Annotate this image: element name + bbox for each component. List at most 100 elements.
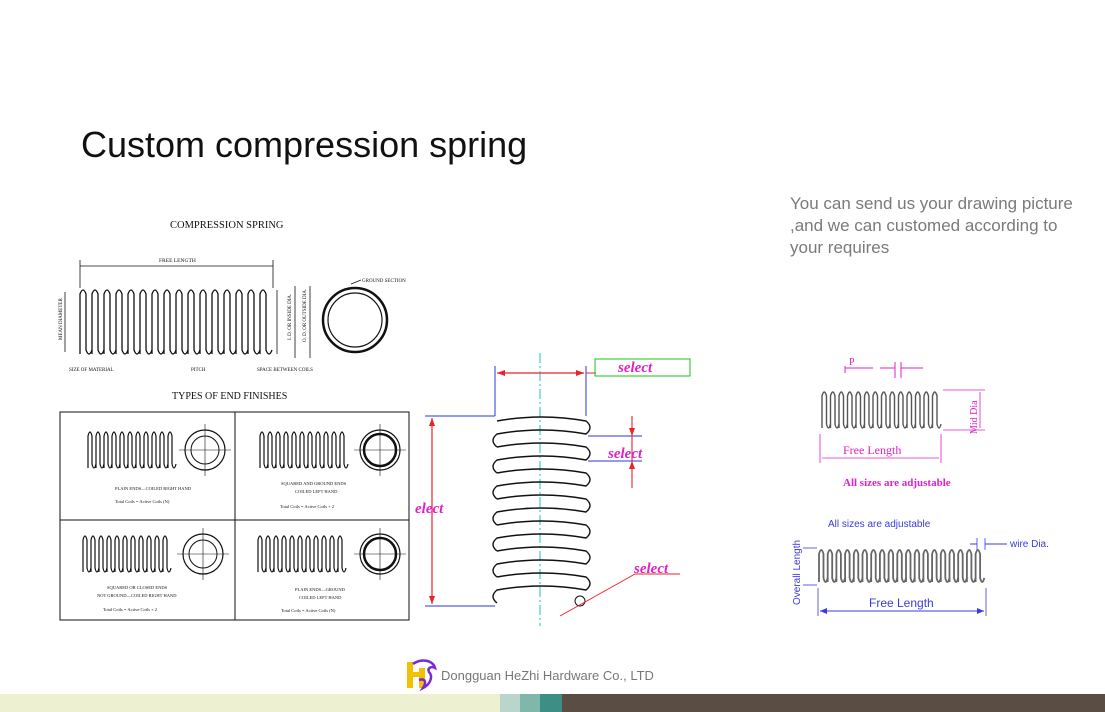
coil-loop [259, 431, 269, 469]
coil-loop [939, 549, 951, 583]
coil-loop [87, 431, 97, 469]
overall-length-label: Overall Length [792, 540, 803, 605]
elect-left-label: elect [415, 501, 444, 517]
slide-title: Custom compression spring [81, 124, 528, 165]
select-bottom-label: select [633, 561, 669, 577]
coil-loop [331, 431, 341, 469]
coil-loop [818, 549, 829, 583]
coil-loop [267, 431, 277, 469]
coil-loop [863, 391, 874, 429]
coil-loop [111, 431, 121, 469]
company-logo-icon [407, 659, 437, 692]
coil-loop [281, 535, 291, 573]
diagram-heading: COMPRESSION SPRING [170, 220, 284, 231]
free-length-bottom-label: Free Length [869, 596, 934, 610]
coil-loop [923, 391, 934, 429]
coil-loop [337, 535, 347, 573]
coil-loop [127, 289, 141, 355]
cell2-line1: SQUARED AND GROUND ENDS [281, 481, 347, 486]
coil-loop [897, 391, 908, 429]
coil-loop [187, 289, 201, 355]
cell3-formula: Total Coils = Active Coils + 2 [103, 607, 157, 612]
coil-loop [289, 535, 299, 573]
coil-loop [159, 431, 169, 469]
id-label: I. D. OR INSIDE DIA. [288, 294, 293, 340]
coil-loop [297, 535, 307, 573]
coil-loop [492, 520, 591, 552]
coil-loop [305, 535, 315, 573]
coil-loop [889, 391, 900, 429]
coil-loop [315, 431, 325, 469]
coil-loop [880, 391, 891, 429]
coil-loop [122, 535, 132, 573]
coil-loop [235, 289, 249, 355]
cell3-line2: NOT GROUND—COILED RIGHT HAND [97, 593, 177, 598]
bar-segment-dark [562, 694, 1105, 712]
company-name: Dongguan HeZhi Hardware Co., LTD [441, 667, 654, 683]
custom-note: You can send us your drawing picture ,an… [790, 194, 1073, 257]
coil-loop [82, 535, 92, 573]
cell3-line1: SQUARED OR CLOSED ENDS [107, 585, 168, 590]
coil-loop [492, 546, 591, 578]
coil-loop [948, 549, 960, 583]
bottom-color-bar [0, 694, 1105, 712]
mean-diameter-label: MEAN DIAMETER [59, 298, 64, 340]
cell4-formula: Total Coils = Active Coils (N) [281, 608, 336, 613]
coil-loop [321, 535, 331, 573]
coil-loop [906, 391, 917, 429]
coil-loop [95, 431, 105, 469]
coil-loop [870, 549, 881, 583]
coil-loop [905, 549, 916, 583]
coil-loop [492, 416, 591, 448]
sizes-note-bottom: All sizes are adjustable [828, 519, 931, 530]
coil-loop [931, 549, 942, 583]
coil-loop [259, 289, 273, 355]
coil-loop [143, 431, 153, 469]
coil-loop [138, 535, 148, 573]
coil-loop [826, 549, 838, 583]
coil-loop [914, 391, 925, 429]
compression-spring-diagram: COMPRESSION SPRING FREE LENGTH MEAN DIAM… [59, 220, 410, 621]
coil-loop [103, 289, 117, 355]
coil-loop [98, 535, 108, 573]
coil-loop [79, 289, 93, 355]
coil-loop [223, 289, 237, 355]
coil-loop [966, 549, 977, 583]
coil-loop [163, 289, 177, 355]
coil-loop [199, 289, 213, 355]
mid-dia-label: Mid Dia [969, 400, 980, 434]
coil-loop [323, 431, 333, 469]
coil-loop [339, 431, 349, 469]
coil-loop [275, 431, 285, 469]
coil-loop [299, 431, 309, 469]
coil-loop [139, 289, 153, 355]
coil-loop [265, 535, 275, 573]
coil-loop [146, 535, 156, 573]
coil-loop [307, 431, 317, 469]
coil-loop [130, 535, 140, 573]
coil-loop [273, 535, 283, 573]
coil-loop [838, 391, 849, 429]
coil-loop [492, 468, 591, 500]
coil-loop [119, 431, 129, 469]
select-right-label: select [607, 446, 643, 462]
size-of-material-label: SIZE OF MATERIAL [69, 368, 114, 373]
coil-loop [922, 549, 933, 583]
coil-loop [154, 535, 164, 573]
bar-segment-teal1 [500, 694, 520, 712]
coil-loop [329, 535, 339, 573]
coil-loop [492, 442, 591, 474]
bar-segment-teal3 [540, 694, 562, 712]
ground-section-label: GROUND SECTION [362, 279, 406, 284]
types-heading: TYPES OF END FINISHES [172, 391, 287, 402]
select-top-label: select [617, 360, 653, 376]
coil-loop [846, 391, 857, 429]
coil-loop [492, 572, 591, 604]
coil-loop [106, 535, 116, 573]
coil-loop [844, 549, 855, 583]
coil-loop [162, 535, 172, 573]
space-between-coils-label: SPACE BETWEEN COILS [257, 368, 313, 373]
coil-loop [896, 549, 907, 583]
coil-loop [151, 431, 161, 469]
coil-loop [887, 549, 899, 583]
